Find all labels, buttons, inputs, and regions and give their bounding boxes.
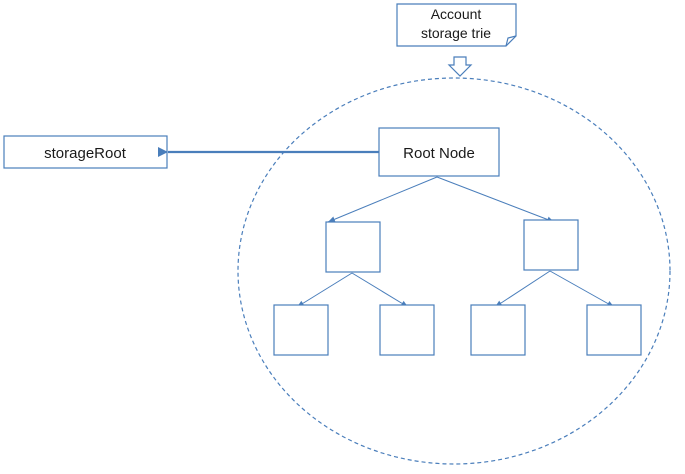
trie-node-level1-left [325, 221, 381, 273]
trie-leaf-4 [586, 304, 642, 356]
note-line-1: Account [431, 6, 482, 22]
trie-leaf-2 [379, 304, 435, 356]
storage-root-label: storageRoot [44, 145, 127, 162]
edge-right-to-leaf-3 [494, 270, 551, 308]
edge-right-to-leaf-4 [549, 270, 615, 308]
edge-left-to-leaf-2 [351, 272, 409, 308]
trie-leaf-1 [273, 304, 329, 356]
trie-boundary-ellipse [237, 77, 671, 465]
root-node-label: Root Node [403, 145, 475, 162]
edge-left-to-leaf-1 [296, 272, 353, 308]
trie-leaf-3 [470, 304, 526, 356]
root-node-box: Root Node [378, 127, 500, 177]
storage-root-box: storageRoot [3, 135, 168, 169]
down-arrow-icon [447, 56, 473, 77]
edge-root-right-child [436, 176, 555, 223]
note-line-2: storage trie [421, 25, 491, 41]
trie-node-level1-right [523, 219, 579, 271]
account-storage-trie-note: Account storage trie [396, 3, 517, 47]
edge-root-left-child [327, 176, 438, 223]
